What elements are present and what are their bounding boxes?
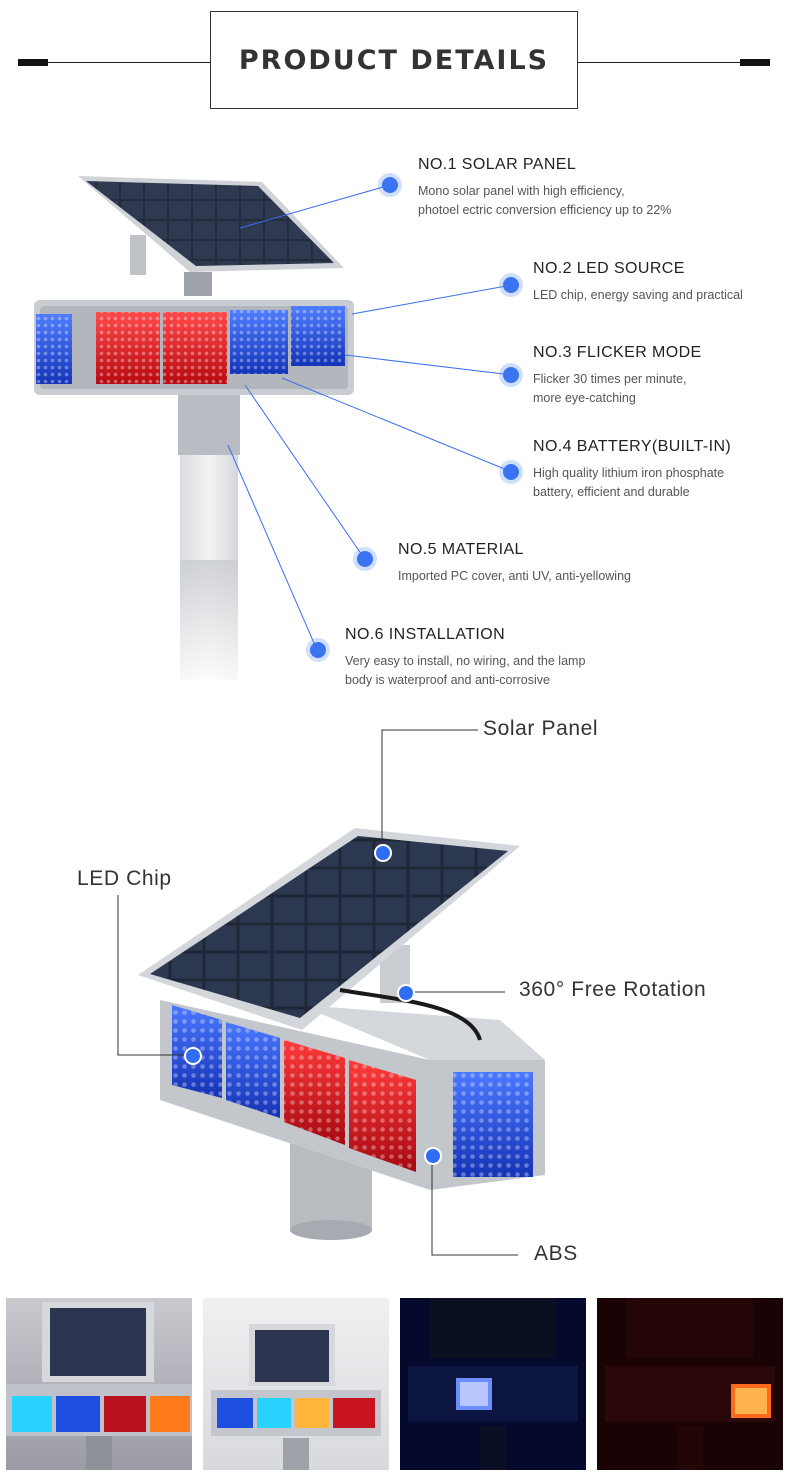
- feature-2-marker: [503, 277, 519, 293]
- feature-1-marker: [382, 177, 398, 193]
- page-title: PRODUCT DETAILS: [238, 44, 550, 76]
- photo-daylight-front-graphic: [6, 1302, 192, 1470]
- feature-6-title: NO.6 INSTALLATION: [345, 626, 506, 643]
- feature-4-desc-line1: High quality lithium iron phosphate: [533, 466, 725, 480]
- solar-panel-marker: [374, 844, 392, 862]
- feature-3-title: NO.3 FLICKER MODE: [533, 344, 702, 361]
- photo-night-blue: [400, 1298, 586, 1470]
- photo-daylight-angled-graphic: [211, 1324, 381, 1470]
- feature-5-desc-line1: Imported PC cover, anti UV, anti-yellowi…: [398, 569, 631, 583]
- solar-panel-label: Solar Panel: [483, 717, 599, 740]
- photo-night-red-graphic: [605, 1298, 775, 1470]
- abs-label: ABS: [534, 1242, 578, 1265]
- feature-2-desc-line1: LED chip, energy saving and practical: [533, 288, 743, 302]
- photo-night-red: [597, 1298, 783, 1470]
- feature-1-desc-line2: photoel ectric conversion efficiency up …: [418, 203, 672, 217]
- rotation-marker: [397, 984, 415, 1002]
- abs-marker: [424, 1147, 442, 1165]
- photo-daylight-angled: [203, 1298, 389, 1470]
- feature-1-desc-line1: Mono solar panel with high efficiency,: [418, 184, 625, 198]
- feature-6-desc-line1: Very easy to install, no wiring, and the…: [345, 654, 586, 668]
- feature-3-desc-line2: more eye-catching: [533, 391, 636, 405]
- photo-night-blue-graphic: [408, 1298, 578, 1470]
- feature-4-desc-line2: battery, efficient and durable: [533, 485, 690, 499]
- led-chip-label: LED Chip: [77, 867, 172, 890]
- feature-6-desc-line2: body is waterproof and anti-corrosive: [345, 673, 550, 687]
- feature-1-title: NO.1 SOLAR PANEL: [418, 156, 577, 173]
- feature-3-desc-line1: Flicker 30 times per minute,: [533, 372, 687, 386]
- photo-daylight-front: [6, 1298, 192, 1470]
- feature-6-marker: [310, 642, 326, 658]
- led-chip-marker: [184, 1047, 202, 1065]
- header-left-rule: [48, 62, 210, 63]
- rotation-label: 360° Free Rotation: [519, 978, 707, 1001]
- feature-5-marker: [357, 551, 373, 567]
- product-front-illustration: [34, 176, 513, 680]
- header-right-rule: [578, 62, 740, 63]
- feature-4-marker: [503, 464, 519, 480]
- header-frame: PRODUCT DETAILS: [210, 11, 578, 109]
- feature-5-title: NO.5 MATERIAL: [398, 541, 524, 558]
- header-right-cap: [740, 59, 770, 66]
- header-left-cap: [18, 59, 48, 66]
- feature-4-title: NO.4 BATTERY(BUILT-IN): [533, 438, 732, 455]
- feature-3-marker: [503, 367, 519, 383]
- feature-2-title: NO.2 LED SOURCE: [533, 260, 685, 277]
